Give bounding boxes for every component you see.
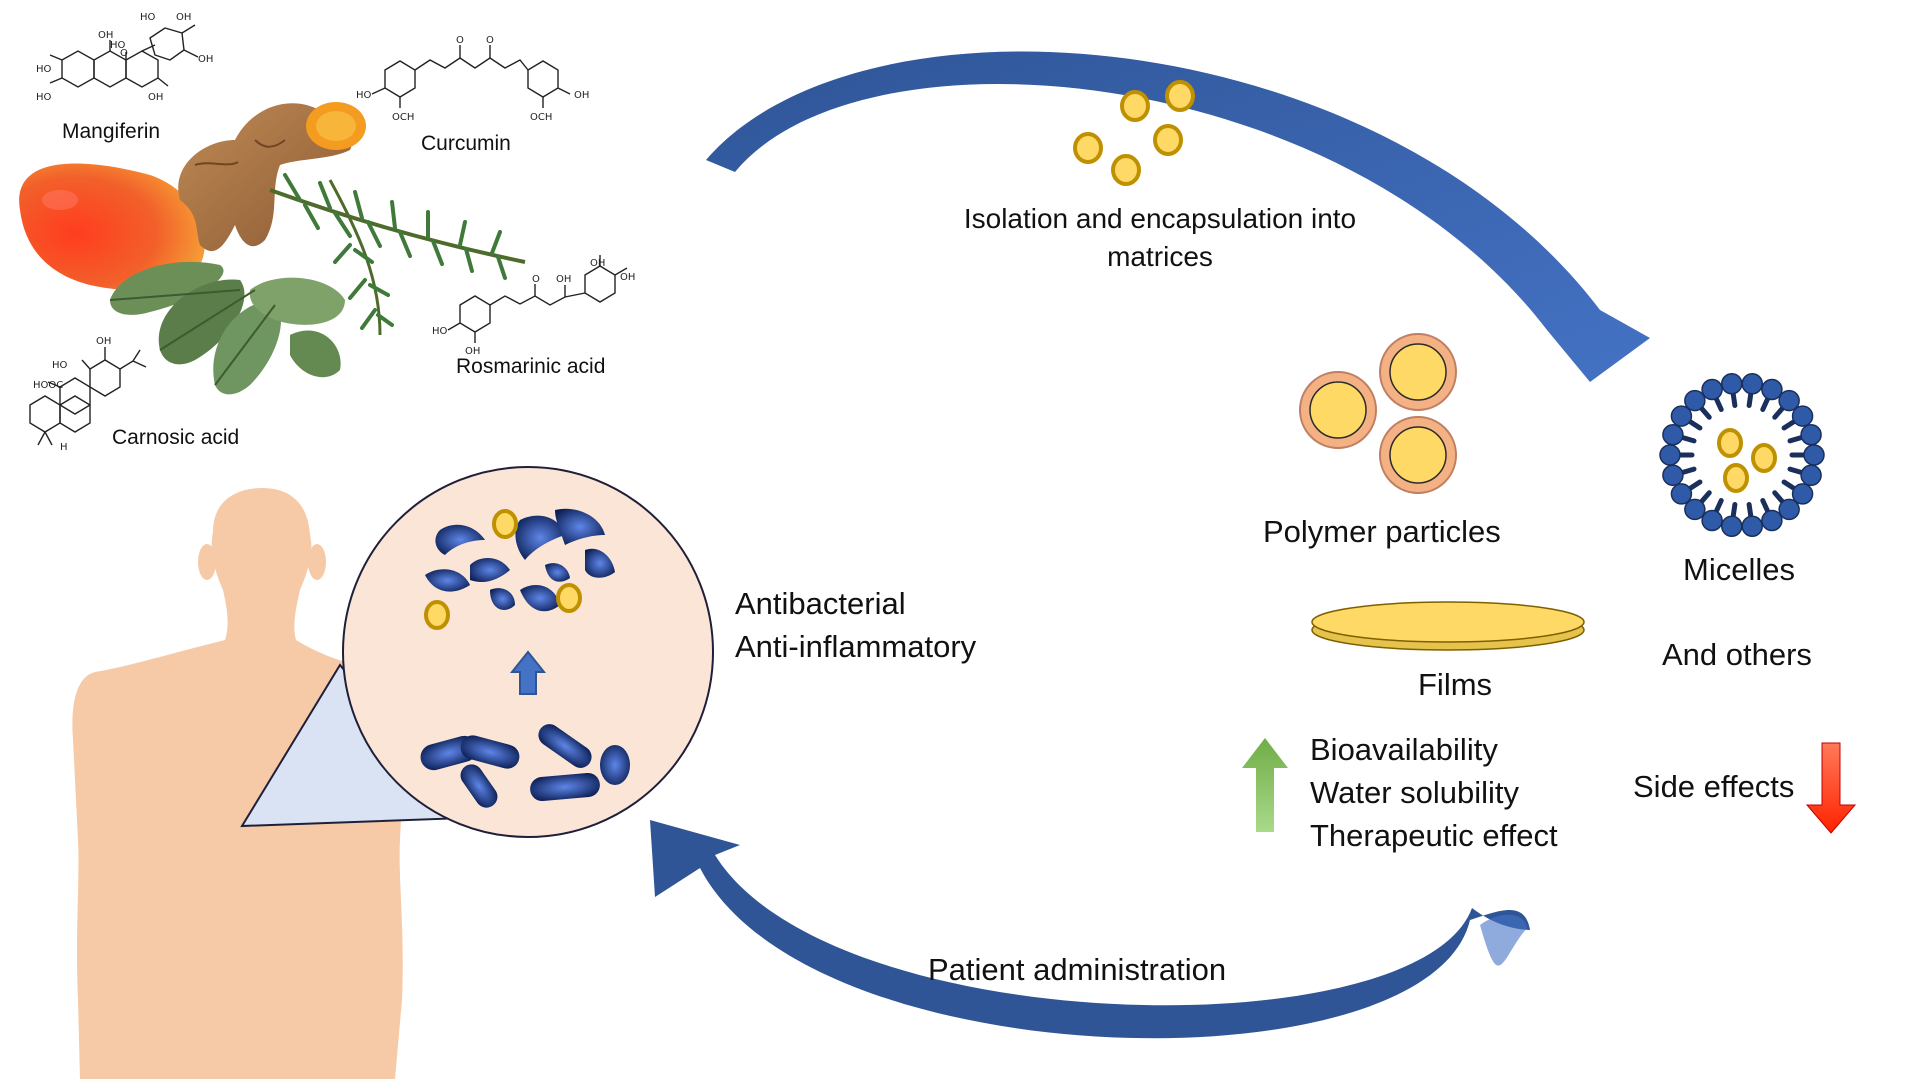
- side-effects-label: Side effects: [1633, 769, 1795, 804]
- svg-text:O: O: [532, 274, 540, 285]
- micelle-head: [1741, 515, 1763, 538]
- svg-text:HO: HO: [356, 90, 372, 101]
- micelle-head: [1741, 372, 1763, 395]
- carnosic-acid-structure-icon: [29, 347, 147, 446]
- svg-text:HO: HO: [36, 64, 52, 75]
- svg-text:O: O: [120, 48, 128, 59]
- nanocapsule-icon-group-zoom: [424, 509, 582, 630]
- curcumin-label: Curcumin: [421, 132, 511, 155]
- patient-administration-label: Patient administration: [928, 952, 1227, 987]
- turmeric-root-icon: [178, 102, 366, 252]
- films-label: Films: [1418, 667, 1493, 702]
- micelle-payload: [1723, 463, 1749, 493]
- curcumin-structure-icon: [371, 45, 571, 108]
- svg-text:HO: HO: [110, 40, 126, 51]
- polymer-particles-label: Polymer particles: [1263, 514, 1501, 549]
- sage-leaves-icon: [109, 261, 345, 395]
- bioavailability-label: Bioavailability: [1310, 732, 1498, 767]
- and-others-label: And others: [1662, 637, 1812, 672]
- rosmarinic-acid-label: Rosmarinic acid: [456, 355, 606, 378]
- arrow-up-icon: [1242, 738, 1288, 832]
- micelle-head: [1761, 378, 1783, 401]
- encapsulation-arrow: [706, 51, 1650, 382]
- carnosic-acid-label: Carnosic acid: [112, 426, 240, 449]
- svg-text:HO: HO: [36, 92, 52, 103]
- human-silhouette-icon: [72, 488, 407, 1079]
- svg-text:OCH: OCH: [392, 112, 414, 123]
- micelle-head: [1701, 378, 1723, 401]
- damaged-bacteria-cluster: [425, 508, 615, 612]
- therapeutic-effect-label: Therapeutic effect: [1310, 818, 1558, 853]
- micelles-label: Micelles: [1683, 552, 1795, 587]
- encapsulation-line-2: matrices: [1107, 241, 1213, 272]
- micelle-head: [1778, 389, 1800, 412]
- svg-text:OCH: OCH: [530, 112, 552, 123]
- increased-effects-list: Bioavailability Water solubility Therape…: [1310, 728, 1558, 857]
- zoom-arrow-up-icon: [509, 650, 547, 695]
- anti-inflammatory-label: Anti-inflammatory: [735, 629, 977, 664]
- micelle-head: [1670, 483, 1693, 505]
- svg-text:HO: HO: [140, 12, 156, 23]
- svg-text:OH: OH: [98, 30, 113, 41]
- svg-text:OH: OH: [465, 346, 480, 357]
- micelle-head: [1721, 372, 1743, 395]
- svg-text:OH: OH: [556, 274, 571, 285]
- micelle-head: [1800, 464, 1822, 487]
- micelle-head: [1778, 498, 1800, 521]
- micelle-payload: [1751, 443, 1777, 473]
- nanocapsule-icon-group: [1073, 80, 1195, 186]
- bacteria-icon-group: [420, 724, 630, 808]
- polymer-particles-icon: [1299, 333, 1457, 494]
- micelle-head: [1670, 405, 1693, 427]
- svg-text:HO: HO: [432, 326, 448, 337]
- water-solubility-label: Water solubility: [1310, 775, 1520, 810]
- arrow-down-icon: [1805, 742, 1857, 834]
- administration-arrow: [650, 820, 1530, 1039]
- rosmarinic-acid-structure-icon: [447, 255, 628, 343]
- micelle-head: [1659, 444, 1681, 466]
- svg-text:H: H: [60, 442, 68, 453]
- mangiferin-structure-icon: [49, 24, 199, 88]
- svg-text:O: O: [486, 35, 494, 46]
- activity-list: Antibacterial Anti-inflammatory: [735, 582, 976, 668]
- micelle-head: [1662, 464, 1684, 487]
- micelle-head: [1761, 509, 1783, 532]
- micelle-head: [1701, 509, 1723, 532]
- micelle-payload: [1717, 428, 1743, 458]
- micelle-icon: [1659, 372, 1825, 538]
- svg-text:HO: HO: [52, 360, 68, 371]
- micelle-head: [1800, 423, 1822, 446]
- mangiferin-label: Mangiferin: [62, 120, 161, 143]
- encapsulation-line-1: Isolation and encapsulation into: [963, 203, 1357, 234]
- svg-text:OH: OH: [590, 258, 605, 269]
- micelle-head: [1791, 405, 1814, 427]
- micelle-head: [1803, 444, 1825, 466]
- micelle-head: [1662, 423, 1684, 446]
- micelle-head: [1791, 483, 1814, 505]
- svg-text:OH: OH: [574, 90, 589, 101]
- antibacterial-label: Antibacterial: [735, 586, 906, 621]
- micelle-head: [1684, 498, 1706, 521]
- rosemary-sprig-icon: [269, 173, 526, 336]
- svg-text:OH: OH: [620, 272, 635, 283]
- svg-text:O: O: [456, 35, 464, 46]
- svg-text:OH: OH: [96, 336, 111, 347]
- film-disc-icon: [1311, 601, 1585, 651]
- svg-text:OH: OH: [176, 12, 191, 23]
- micelle-head: [1684, 389, 1706, 412]
- svg-text:OH: OH: [198, 54, 213, 65]
- encapsulation-step-label: Isolation and encapsulation into matrice…: [930, 200, 1390, 276]
- svg-text:OH: OH: [148, 92, 163, 103]
- micelle-head: [1721, 515, 1743, 538]
- svg-text:HOOC: HOOC: [33, 380, 63, 391]
- mango-icon: [19, 163, 205, 291]
